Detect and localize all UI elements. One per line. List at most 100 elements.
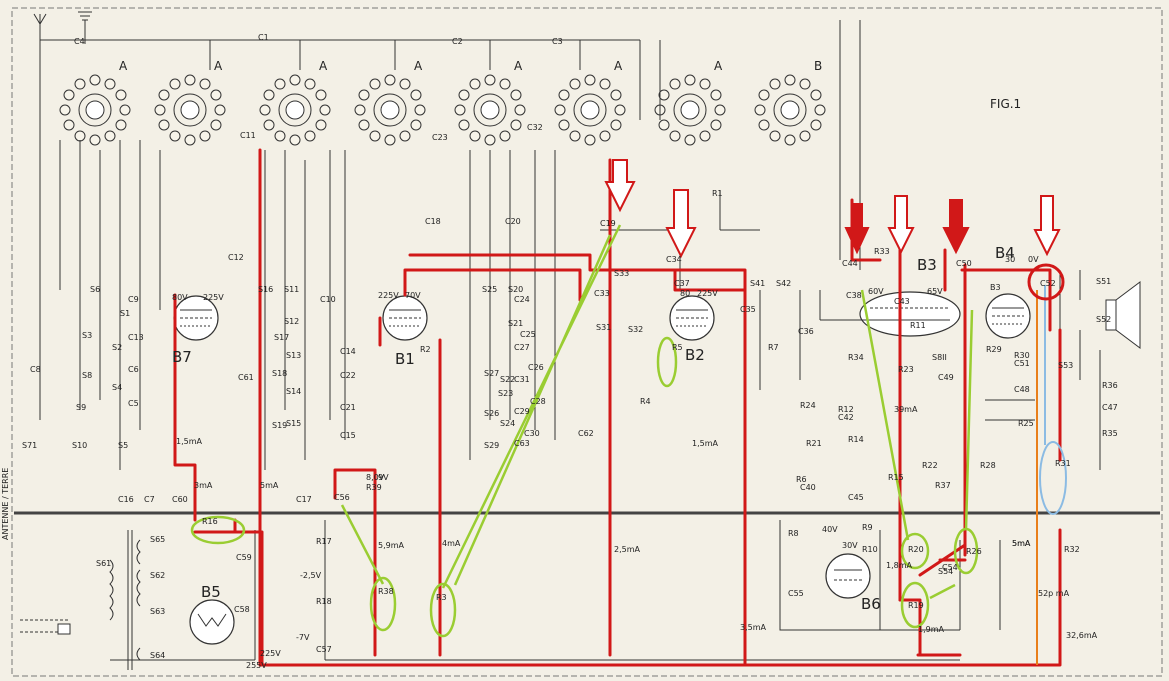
component-label: C43: [894, 297, 910, 306]
component-label: R8: [788, 529, 799, 538]
component-label: R26: [966, 547, 982, 556]
wafer-pin: [199, 78, 211, 90]
wafer-pin: [184, 134, 196, 146]
wafer-label: A: [214, 59, 223, 73]
coil-label: S11: [284, 285, 299, 294]
component-label: R10: [862, 545, 878, 554]
component-label: R29: [986, 345, 1002, 354]
coil-label: S22: [500, 375, 515, 384]
tube-label: B5: [201, 583, 221, 601]
voltage-label: 9V: [378, 473, 389, 482]
component-label: R19: [908, 601, 924, 610]
tube-voltage: 0V: [1028, 255, 1039, 264]
wafer-pin: [484, 134, 496, 146]
coil-label: S6: [90, 285, 100, 294]
wafer-rotor: [373, 93, 407, 127]
capacitor-label: C17: [296, 495, 312, 504]
tube-voltage: 225V: [203, 293, 224, 302]
component-label: R30: [1014, 351, 1030, 360]
wafer-rotor: [473, 93, 507, 127]
wafer-pin: [319, 104, 331, 116]
wafer-switch: A: [554, 59, 626, 146]
component-label: C57: [316, 645, 332, 654]
wafer-pin: [510, 119, 522, 131]
coil-label: S20: [508, 285, 523, 294]
coil-label: S17: [274, 333, 289, 342]
coil-label: S29: [484, 441, 499, 450]
tube-label: B1: [395, 350, 415, 368]
wafer-rotor: [278, 93, 312, 127]
current-label: 39mA: [894, 405, 918, 414]
current-label: 1,9mA: [918, 625, 945, 634]
tube-voltage: 225V: [697, 289, 718, 298]
coil-label: S13: [286, 351, 301, 360]
wafer-pin: [569, 78, 581, 90]
component-label: C38: [846, 291, 862, 300]
wafer-pin: [115, 89, 127, 101]
wafer-pin: [210, 119, 222, 131]
component-label: R17: [316, 537, 332, 546]
tube-voltage: 80: [680, 289, 690, 298]
component-label: C52: [1040, 279, 1056, 288]
component-label: C35: [740, 305, 756, 314]
wafer-pin: [599, 130, 611, 142]
coil-label: S12: [284, 317, 299, 326]
tube-label: B7: [172, 348, 192, 366]
component-label: R2: [420, 345, 431, 354]
component-label: R6: [796, 475, 807, 484]
capacitor-label: C25: [520, 330, 536, 339]
wafer-rotor: [673, 93, 707, 127]
wafer-pin: [410, 119, 422, 131]
component-label: C33: [594, 289, 610, 298]
current-label: 3mA: [194, 481, 213, 490]
coil-label: S25: [482, 285, 497, 294]
wafer-pin: [289, 74, 301, 86]
wafer-pin: [784, 74, 796, 86]
wafer-pin: [115, 119, 127, 131]
wafer-label: A: [614, 59, 623, 73]
component-label: S42: [776, 279, 791, 288]
wafer-pin: [104, 130, 116, 142]
wafer-pin: [369, 78, 381, 90]
component-label: C56: [334, 493, 350, 502]
wafer-pin: [354, 104, 366, 116]
current-label: 3,5mA: [740, 623, 767, 632]
wafer-pin: [104, 78, 116, 90]
tube-label: B4: [995, 244, 1015, 262]
capacitor-label: C2: [452, 37, 463, 46]
wafer-pin: [814, 104, 826, 116]
wafer-pin: [810, 119, 822, 131]
wafer-pin: [63, 119, 75, 131]
wafer-pin: [499, 78, 511, 90]
wafer-pin: [384, 74, 396, 86]
wiring: [59, 20, 1101, 661]
tube-label: B2: [685, 346, 705, 364]
wafer-pin: [169, 78, 181, 90]
wafer-pin: [669, 130, 681, 142]
wafer-pin: [59, 104, 71, 116]
coil-label: S27: [484, 369, 499, 378]
wafer-pin: [658, 89, 670, 101]
component-label: C54: [942, 563, 958, 572]
mains-switch-icon: [20, 619, 71, 635]
wafer-pin: [414, 104, 426, 116]
component-label: S32: [628, 325, 643, 334]
component-label: R20: [908, 545, 924, 554]
wafer-pin: [74, 78, 86, 90]
wafer-pin: [184, 74, 196, 86]
coil-label: S9: [76, 403, 86, 412]
current-label: 1,5mA: [176, 437, 203, 446]
wafer-label: A: [414, 59, 423, 73]
component-label: R25: [1018, 419, 1034, 428]
current-label: 32,6mA: [1066, 631, 1098, 640]
wafer-pin: [754, 104, 766, 116]
tube-voltage: 80V: [172, 293, 188, 302]
tube-b6: [825, 553, 871, 599]
coil-label: S2: [112, 343, 122, 352]
wafer-pin: [769, 78, 781, 90]
wafer-pin: [384, 134, 396, 146]
wafer-pin: [484, 74, 496, 86]
wafer-pin: [554, 104, 566, 116]
coil-label: S16: [258, 285, 273, 294]
wafer-rotor: [78, 93, 112, 127]
